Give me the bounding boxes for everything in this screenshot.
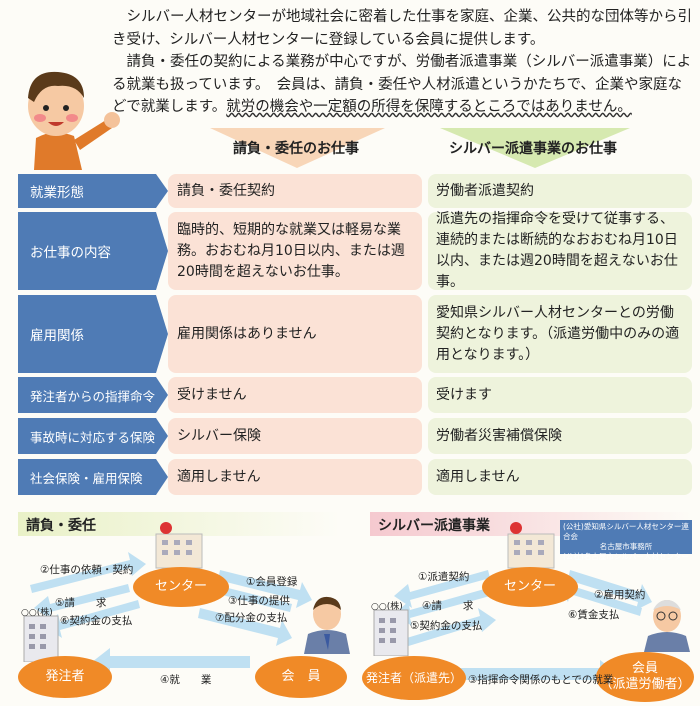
intro-paragraph-2: 請負・委任の契約による業務が中心ですが、労働者派遣事業（シルバー派遣事業）による… [112,51,692,119]
node-member: 会 員 [255,656,347,698]
edge-job-provision: ③仕事の提供 [228,595,290,607]
edge-dispatch-contract: ①派遣契約 [418,571,470,583]
column-header-dispatch: シルバー派遣事業のお仕事 [449,141,617,157]
edge-dispatch-payment: ⑤契約金の支払 [410,620,483,632]
node-orderer: 発注者 [18,656,112,698]
diagram-dispatch-arrows [394,570,652,688]
intro-text: シルバー人材センターが地域社会に密着した仕事を家庭、企業、公共的な団体等から引き… [112,6,692,119]
edge-employment-contract: ②雇用契約 [594,589,646,601]
cell-dispatch-employment: 愛知県シルバー人材センターとの労働契約となります。（派遣労働中のみの適用となりま… [428,295,692,373]
cell-dispatch-work-type: 労働者派遣契約 [428,174,692,208]
cell-contract-insurance: シルバー保険 [168,418,422,454]
col1-header-arrow [210,128,385,168]
row-label-instructions: 発注者からの指揮命令 [18,377,168,413]
edge-directed-work: ③指揮命令関係のもとでの就業 [468,674,614,686]
edge-contract-payment: ⑥契約金の支払 [60,615,133,627]
node-dispatch-center: センター [482,567,578,607]
dispatch-member-line-1: 会員 [631,661,658,676]
edge-dispatch-invoice: ④請 求 [422,600,474,612]
cell-contract-work-type: 請負・委任契約 [168,174,422,208]
intro-disclaimer: 就労の機会や一定額の所得を保障するところではありません。 [226,99,632,115]
cell-contract-employment: 雇用関係はありません [168,295,422,373]
member-illustration [304,596,350,654]
dispatch-member-line-2: （派遣労働者） [599,677,691,692]
edge-request-contract: ②仕事の依頼・契約 [40,564,134,576]
orderer-building-sign: ○○(株) [21,608,53,618]
edge-invoice: ⑤請 求 [55,597,107,609]
dispatch-sign-board: (公社)愛知県シルバー人材センター連合会 名古屋市事務所 (公社)名古屋市シルバ… [560,520,692,561]
diagram-contract-title: 請負・委任 [18,512,340,536]
cell-dispatch-instructions: 受けます [428,377,692,413]
sign-line-2: 名古屋市事務所 [599,542,653,551]
row-label-social-insurance: 社会保険・雇用保険 [18,459,168,495]
row-label-insurance: 事故時に対応する保険 [18,418,168,454]
cell-contract-instructions: 受けません [168,377,422,413]
row-label-job-content: お仕事の内容 [18,212,168,290]
node-center: センター [133,567,229,607]
node-dispatch-orderer: 発注者（派遣先） [362,656,466,700]
col2-header-arrow [440,128,630,168]
orderer-building-icon [23,615,59,662]
edge-distribution-payment: ⑦配分金の支払 [215,612,288,624]
cell-contract-social-insurance: 適用しません [168,459,422,495]
intro-paragraph-2-main: 請負・委任の契約による業務が中心ですが、労働者派遣事業（シルバー派遣事業）による… [112,54,692,115]
sign-line-3: (公社)名古屋市シルバー人材センター [563,552,689,561]
cell-contract-job-content: 臨時的、短期的な就業又は軽易な業務。おおむね月10日以内、または週20時間を超え… [168,212,422,290]
dispatch-orderer-building-icon [373,609,409,656]
row-label-work-type: 就業形態 [18,174,168,208]
node-dispatch-member: 会員 （派遣労働者） [596,652,694,702]
dispatch-member-illustration [644,600,690,652]
edge-member-registration: ①会員登録 [246,576,298,588]
edge-wage-payment: ⑥賃金支払 [568,609,620,621]
column-header-contract: 請負・委任のお仕事 [233,141,359,157]
cell-dispatch-social-insurance: 適用しません [428,459,692,495]
row-label-employment: 雇用関係 [18,295,168,373]
diagram-contract-arrows [30,552,312,676]
dispatch-orderer-building-sign: ○○(株) [371,602,403,612]
center-building-icon [155,522,203,569]
cell-dispatch-job-content: 派遣先の指揮命令を受けて従事する、連続的または断続的なおおむね月10日以内、また… [428,211,692,290]
edge-work: ④就 業 [160,674,212,686]
presenter-illustration [28,71,120,170]
cell-dispatch-insurance: 労働者災害補償保険 [428,418,692,454]
intro-paragraph-1: シルバー人材センターが地域社会に密着した仕事を家庭、企業、公共的な団体等から引き… [112,9,692,48]
sign-line-1: (公社)愛知県シルバー人材センター連合会 [563,522,689,541]
dispatch-center-building-icon [507,522,555,569]
